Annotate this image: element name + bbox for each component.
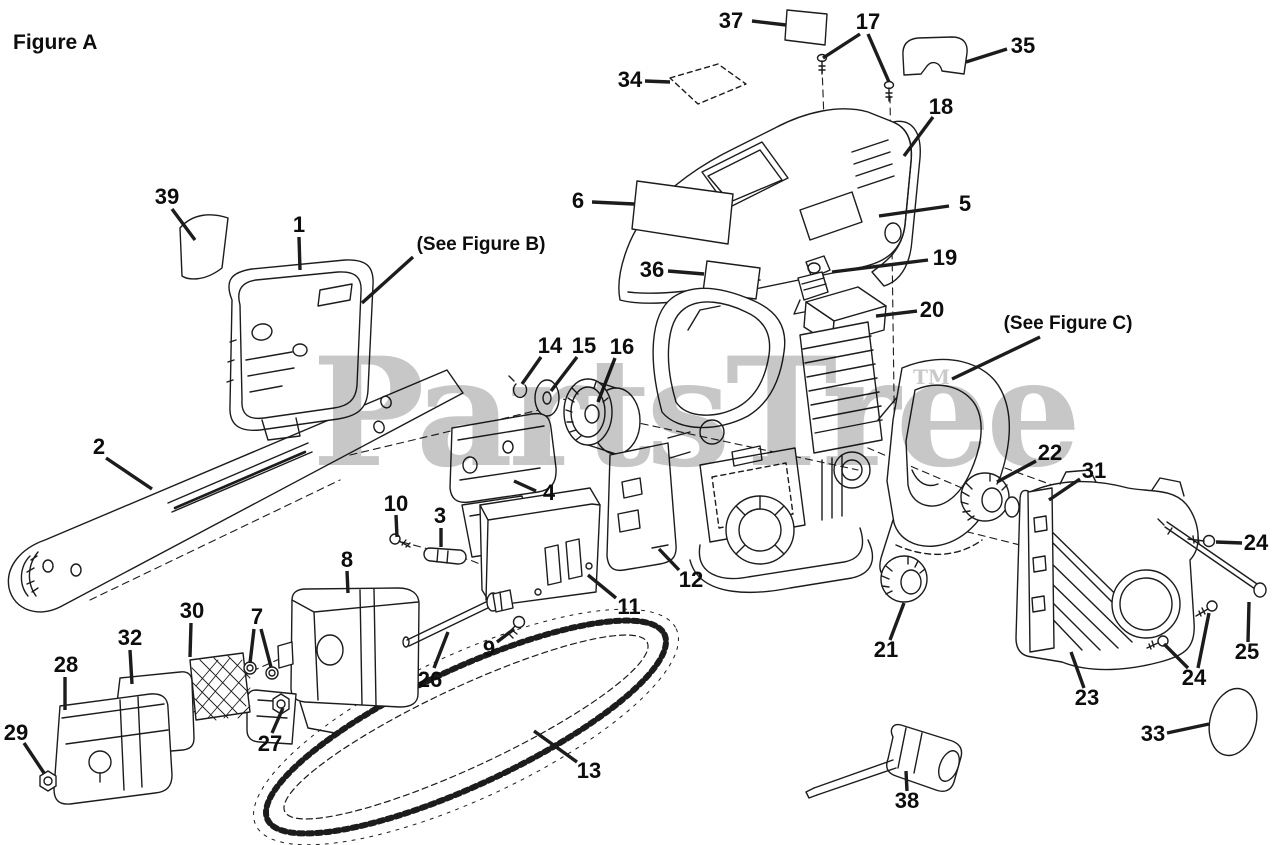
see-figure-c-reference: (See Figure C) [1003, 313, 1133, 334]
callout-14: 14 [537, 333, 563, 358]
oil-cap-22 [961, 473, 1019, 521]
callout-1: 1 [292, 212, 306, 237]
callout-17: 17 [855, 9, 881, 34]
decal-33 [1202, 683, 1263, 760]
callout-33: 33 [1140, 721, 1166, 746]
callout-30: 30 [179, 598, 205, 623]
callout-35: 35 [1010, 33, 1036, 58]
callout-13: 13 [576, 758, 602, 783]
oiler-tank-8 [247, 588, 419, 744]
callout-38: 38 [894, 788, 920, 813]
callout-10: 10 [383, 491, 409, 516]
clip-14 [509, 376, 527, 397]
leader-lines [24, 21, 1249, 791]
callout-22: 22 [1037, 440, 1063, 465]
callout-6: 6 [571, 188, 585, 213]
spark-screen-30 [190, 653, 250, 720]
callout-18: 18 [928, 94, 954, 119]
bracket-31 [1028, 488, 1054, 652]
callout-8: 8 [340, 547, 354, 572]
callout-4: 4 [542, 480, 556, 505]
screw-24-right [1188, 536, 1215, 547]
engine-assembly [653, 288, 908, 592]
callout-34: 34 [617, 67, 643, 92]
callout-24-right: 24 [1243, 530, 1269, 555]
rear-handle [880, 359, 1009, 578]
callout-23: 23 [1074, 685, 1100, 710]
switch-19 [794, 256, 830, 314]
callout-28: 28 [53, 652, 79, 677]
callout-16: 16 [609, 334, 635, 359]
callout-39: 39 [154, 184, 180, 209]
callout-5: 5 [958, 191, 972, 216]
spacer-3 [424, 548, 466, 564]
callout-24-bottom: 24 [1181, 665, 1207, 690]
decal-6 [632, 181, 733, 244]
guide-bar [8, 370, 463, 612]
nuts-7 [244, 662, 278, 679]
callout-32: 32 [117, 625, 143, 650]
callout-21: 21 [873, 637, 899, 662]
screw-25 [1158, 519, 1266, 597]
callout-26: 26 [417, 667, 443, 692]
callout-11: 11 [617, 594, 641, 619]
air-deflector-35 [903, 37, 967, 75]
screws-17 [818, 55, 894, 102]
screw-10 [390, 534, 410, 547]
nut-27 [273, 694, 289, 714]
decal-39 [180, 215, 228, 279]
starter-housing-23 [1016, 470, 1198, 670]
chain-guard-11 [480, 488, 600, 606]
callout-12: 12 [678, 567, 704, 592]
decal-37 [785, 10, 827, 45]
inner-guard-12 [607, 443, 676, 570]
callout-19: 19 [932, 245, 958, 270]
callout-29: 29 [3, 720, 29, 745]
bar-bolt-26 [403, 590, 513, 647]
callout-15: 15 [571, 333, 597, 358]
figure-title: Figure A [13, 31, 98, 54]
oil-pump-21 [881, 556, 927, 602]
callout-7: 7 [250, 604, 264, 629]
callout-9: 9 [482, 636, 496, 661]
see-figure-b-reference: (See Figure B) [416, 234, 546, 255]
callout-25: 25 [1234, 639, 1260, 664]
callout-2: 2 [92, 434, 106, 459]
callout-36: 36 [639, 257, 665, 282]
callout-20: 20 [919, 297, 945, 322]
callout-27: 27 [257, 731, 283, 756]
scrench-38 [806, 725, 963, 798]
callout-37: 37 [718, 8, 744, 33]
callout-3: 3 [433, 503, 447, 528]
clutch-cover [227, 260, 373, 440]
decal-34 [670, 64, 746, 104]
muffler-28 [54, 694, 172, 804]
nut-29 [40, 771, 56, 791]
callout-31: 31 [1081, 458, 1107, 483]
